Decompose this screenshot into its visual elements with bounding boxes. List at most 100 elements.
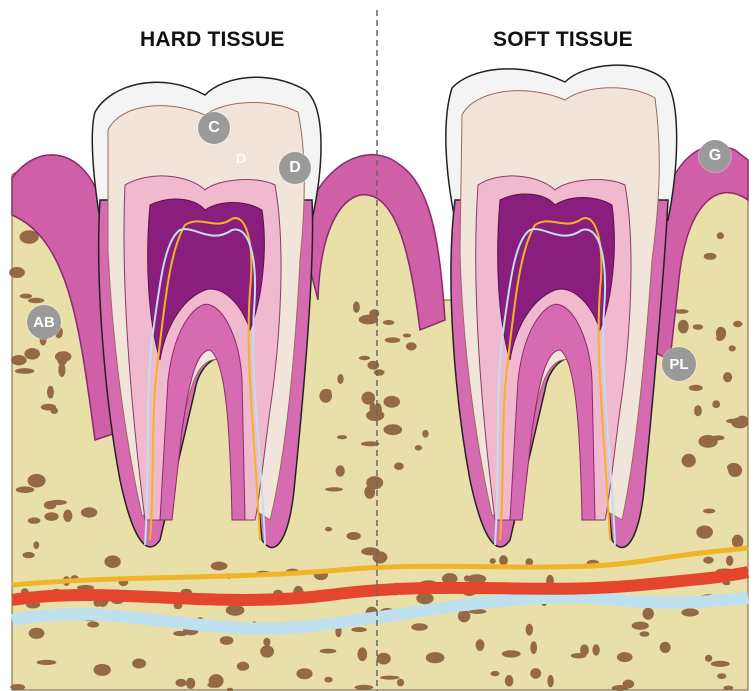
bone-pore: [336, 465, 345, 476]
bone-pore: [63, 510, 72, 522]
bone-pore: [505, 675, 514, 687]
bone-pore: [366, 476, 383, 489]
bone-pore: [698, 435, 717, 448]
bone-pore: [696, 526, 713, 539]
bone-pore: [324, 677, 332, 683]
bone-pore: [426, 652, 445, 663]
bone-pore: [530, 668, 541, 679]
bone-pore: [403, 334, 411, 338]
bone-pore: [490, 558, 496, 564]
bone-pore: [176, 679, 187, 687]
bone-pore: [320, 649, 337, 654]
periodontal-ligament-label: PL: [662, 347, 696, 381]
bone-pore: [411, 623, 428, 631]
bone-pore: [693, 324, 703, 330]
bone-pore: [491, 671, 500, 676]
bone-pore: [525, 558, 533, 565]
bone-pore: [186, 678, 195, 689]
bone-pore: [502, 650, 521, 657]
bone-pore: [226, 605, 245, 616]
bone-pore: [711, 661, 730, 667]
dentin-label: D: [279, 152, 311, 184]
bone-pore: [681, 608, 699, 616]
bone-pore: [422, 430, 428, 438]
bone-pore: [41, 404, 56, 411]
bone-pore: [346, 532, 360, 540]
bone-pore: [384, 396, 401, 408]
bone-pore: [366, 410, 384, 421]
bone-pore: [476, 639, 485, 651]
bone-pore: [415, 445, 422, 451]
bone-pore: [28, 298, 44, 303]
bone-pore: [416, 593, 433, 605]
bone-pore: [385, 337, 400, 343]
bone-pore: [260, 645, 274, 657]
bone-pore: [25, 231, 32, 235]
bone-pore: [263, 638, 270, 646]
bone-pore: [526, 624, 533, 636]
bone-pore: [406, 342, 417, 350]
bone-pore: [104, 555, 120, 568]
bone-pore: [37, 660, 57, 665]
bone-pore: [44, 512, 58, 521]
bone-pore: [325, 527, 332, 532]
bone-pore: [337, 435, 347, 439]
bone-pore: [499, 555, 508, 565]
bone-pore: [374, 369, 385, 375]
bone-pore: [355, 685, 374, 690]
bone-pore: [20, 294, 32, 299]
bone-pore: [623, 680, 635, 689]
bone-pore: [23, 552, 35, 558]
bone-pore: [384, 424, 403, 435]
bone-pore: [81, 507, 97, 517]
bone-pore: [729, 345, 736, 351]
bone-pore: [547, 675, 553, 687]
bone-pore: [10, 684, 25, 690]
bone-pore: [705, 655, 712, 662]
bone-pore: [717, 232, 724, 239]
bone-pore: [11, 355, 27, 365]
bone-pore: [357, 647, 367, 661]
bone-pore: [678, 320, 689, 334]
bone-pore: [211, 562, 228, 571]
bone-pore: [28, 517, 41, 523]
bone-pore: [640, 631, 650, 637]
bone-pore: [732, 535, 743, 548]
bone-pore: [726, 419, 740, 424]
bone-pore: [325, 487, 343, 491]
crown-label: C: [198, 112, 230, 144]
bone-pore: [373, 551, 388, 563]
bone-pore: [689, 385, 703, 391]
bone-pore: [296, 668, 312, 679]
bone-pore: [58, 363, 65, 377]
bone-pore: [319, 389, 332, 403]
bone-pore: [592, 644, 599, 655]
bone-pore: [712, 400, 720, 408]
dentin-inner-label: D: [236, 150, 246, 166]
bone-pore: [571, 653, 587, 658]
bone-pore: [15, 368, 34, 374]
bone-pore: [49, 500, 67, 505]
bone-pore: [733, 321, 742, 327]
soft-tissue-heading: SOFT TISSUE: [493, 28, 633, 52]
bone-pore: [728, 464, 742, 477]
bone-pore: [353, 302, 360, 313]
bone-pore: [362, 392, 376, 405]
bone-pore: [617, 652, 633, 662]
bone-pore: [380, 676, 400, 680]
bone-pore: [704, 253, 717, 260]
bone-pore: [47, 386, 54, 399]
bone-pore: [397, 679, 404, 687]
bone-pore: [530, 641, 537, 654]
bone-pore: [237, 662, 249, 671]
bone-pore: [703, 509, 715, 514]
bone-pore: [394, 462, 404, 470]
bone-pore: [717, 673, 726, 679]
bone-pore: [207, 682, 219, 688]
bone-pore: [723, 686, 733, 691]
bone-pore: [337, 374, 343, 384]
bone-pore: [643, 608, 654, 620]
bone-pore: [94, 664, 111, 676]
bone-pore: [377, 653, 391, 665]
